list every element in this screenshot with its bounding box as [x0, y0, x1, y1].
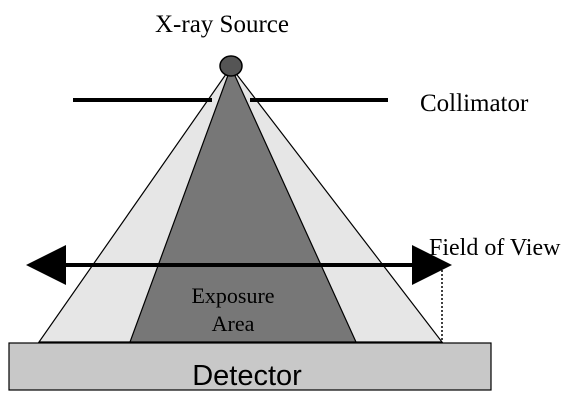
exposure-label-line2: Area	[212, 311, 255, 336]
detector-plate	[8, 342, 492, 391]
collimator-label: Collimator	[420, 90, 529, 117]
source-label: X-ray Source	[155, 11, 289, 38]
xray-source	[219, 55, 243, 77]
exposure-label-line1: Exposure	[191, 283, 274, 308]
field-of-view-label: Field of View	[429, 235, 561, 261]
detector-label: Detector	[192, 360, 302, 392]
